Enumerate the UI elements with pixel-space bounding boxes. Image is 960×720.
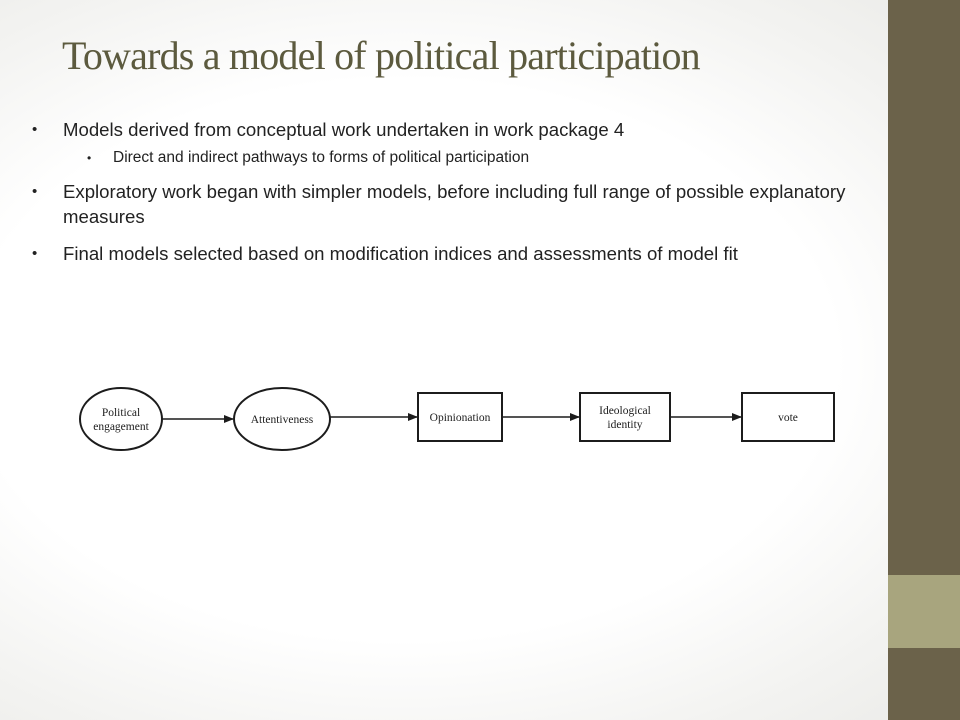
bullet-list: • Models derived from conceptual work un…	[30, 117, 880, 278]
bullet-item: • Exploratory work began with simpler mo…	[30, 179, 880, 229]
node-label: Attentiveness	[251, 414, 314, 426]
diagram-node: Ideological identity	[579, 392, 671, 442]
sidebar-band-bottom	[888, 648, 960, 720]
node-ellipse	[79, 387, 163, 451]
node-label: vote	[778, 412, 798, 424]
node-box	[579, 392, 671, 442]
node-box	[417, 392, 503, 442]
node-label: Opinionation	[430, 412, 491, 424]
slide-canvas: Towards a model of political participati…	[30, 33, 880, 451]
bullet-text: Direct and indirect pathways to forms of…	[113, 149, 530, 166]
node-label: identity	[607, 419, 642, 431]
bullet-item: • Models derived from conceptual work un…	[30, 117, 880, 142]
slide-title: Towards a model of political participati…	[62, 33, 701, 78]
bullet-text: Exploratory work began with simpler mode…	[63, 181, 846, 227]
bullet-marker: •	[32, 121, 38, 138]
node-label: engagement	[93, 421, 149, 433]
node-label: Political	[102, 407, 140, 419]
diagram-node: Political engagement	[79, 387, 163, 451]
decorative-sidebar	[888, 0, 960, 720]
bullet-marker: •	[32, 183, 38, 200]
node-ellipse	[233, 387, 331, 451]
sub-bullet-item: • Direct and indirect pathways to forms …	[30, 147, 880, 169]
bullet-item: • Final models selected based on modific…	[30, 241, 880, 266]
bullet-marker: •	[87, 151, 92, 165]
sidebar-band-top	[888, 0, 960, 575]
bullet-marker: •	[32, 245, 38, 262]
diagram-node: Attentiveness	[233, 387, 331, 451]
diagram-node: vote	[741, 392, 835, 442]
node-box	[741, 392, 835, 442]
sidebar-band-middle	[888, 575, 960, 648]
diagram-node: Opinionation	[417, 392, 503, 442]
bullet-text: Final models selected based on modificat…	[63, 243, 738, 264]
bullet-text: Models derived from conceptual work unde…	[63, 119, 625, 140]
path-diagram: Political engagement Attentiveness Opiniona…	[79, 387, 835, 451]
node-label: Ideological	[599, 405, 651, 417]
